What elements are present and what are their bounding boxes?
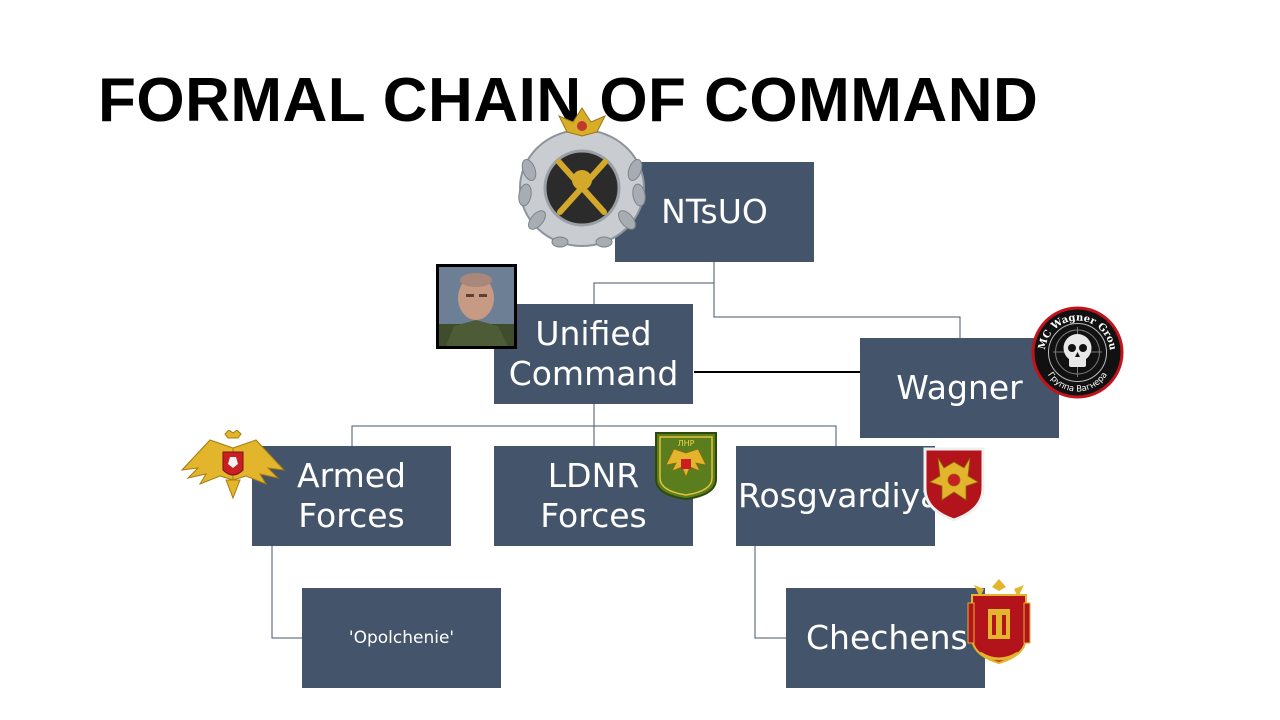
chechen-units-emblem-icon (967, 579, 1031, 665)
rosgvardiya-shield-icon (923, 447, 985, 522)
ldnr-badge-icon: ЛНР (655, 432, 717, 501)
armed-forces-eagle-icon (180, 430, 286, 500)
connector-rosgvardiya-chechens (754, 546, 786, 639)
node-wagner: Wagner (860, 338, 1059, 438)
node-rosgvardiya: Rosgvardiya (736, 446, 940, 546)
general-staff-emblem-icon (518, 107, 646, 248)
node-ldnr-forces: LDNR Forces (494, 446, 693, 546)
connector-unified-bus (351, 404, 837, 446)
node-ntsuo: NTsUO (615, 162, 814, 262)
ldnr-badge-text: ЛНР (678, 439, 695, 448)
node-opolchenie: 'Opolchenie' (302, 588, 501, 688)
node-armed-forces: Armed Forces (252, 446, 451, 546)
node-chechens: Chechens (786, 588, 985, 688)
node-unified-command: Unified Command (494, 304, 693, 404)
connector-armed-opolchenie (271, 546, 302, 639)
wagner-group-emblem-icon: PMC Wagner Group Группа Вагнера (1029, 305, 1124, 399)
commander-portrait-icon (436, 264, 517, 349)
connector-ntsuo-bus (593, 262, 961, 338)
